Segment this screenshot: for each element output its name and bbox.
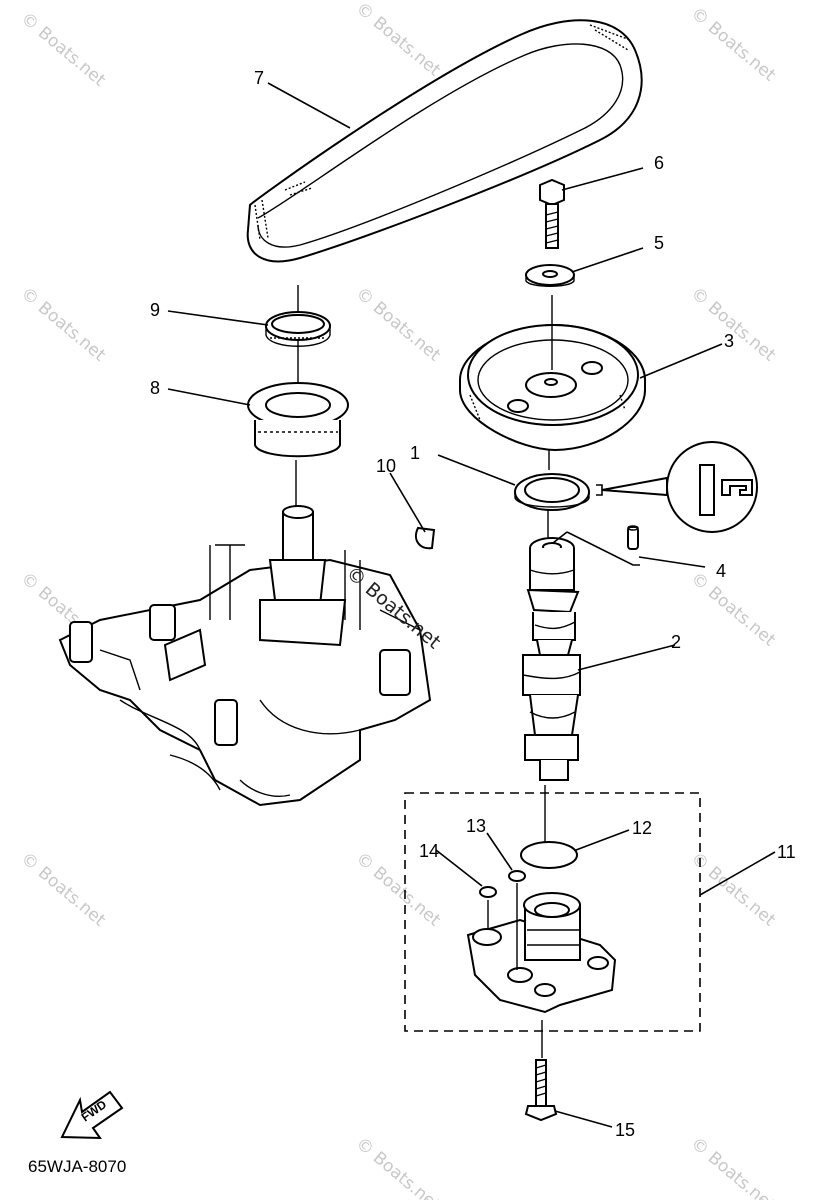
seal-ring	[265, 311, 331, 347]
label-15: 15	[615, 1120, 635, 1140]
driven-pulley	[459, 323, 646, 452]
fwd-arrow-icon: FWD	[60, 1090, 124, 1140]
watermark: © Boats.net	[687, 4, 780, 86]
label-10: 10	[376, 456, 396, 476]
watermark: © Boats.net	[352, 1134, 445, 1200]
seal-detail-inset	[596, 441, 758, 533]
dowel-pin	[627, 525, 639, 550]
woodruff-key	[414, 526, 436, 550]
washer	[525, 264, 575, 287]
label-1: 1	[410, 443, 420, 463]
label-4: 4	[716, 561, 726, 581]
label-8: 8	[150, 378, 160, 398]
o-ring-small-14	[479, 886, 497, 898]
watermark: © Boats.net	[17, 9, 110, 91]
camshaft	[522, 537, 581, 781]
mounting-bolt	[524, 1059, 558, 1122]
label-5: 5	[654, 233, 664, 253]
label-11: 11	[777, 842, 796, 862]
watermark: © Boats.net	[352, 0, 445, 81]
label-6: 6	[654, 153, 664, 173]
flange-bolt	[539, 178, 565, 249]
label-9: 9	[150, 300, 160, 320]
bearing-housing	[247, 382, 349, 458]
oil-seal	[514, 473, 590, 511]
label-2: 2	[671, 632, 681, 652]
label-3: 3	[724, 331, 734, 351]
watermark: © Boats.net	[687, 1134, 780, 1200]
label-13: 13	[466, 816, 486, 836]
label-12: 12	[632, 818, 652, 838]
label-7: 7	[254, 68, 264, 88]
part-number-labels: 7 6 5 3 9 8 1 10 4 2 13 12 11 14 15	[150, 68, 796, 1140]
o-ring-small-13	[508, 870, 526, 882]
watermark: © Boats.net	[687, 569, 780, 651]
leader-lines	[167, 82, 776, 1128]
o-ring-large	[520, 841, 578, 869]
timing-belt	[246, 19, 643, 263]
watermark: © Boats.net	[352, 284, 445, 366]
oil-pump-assembly	[404, 792, 701, 1032]
watermark: © Boats.net	[17, 284, 110, 366]
label-14: 14	[419, 841, 439, 861]
watermark: © Boats.net	[17, 849, 110, 931]
diagram-code: 65WJA-8070	[28, 1157, 126, 1176]
cylinder-head	[58, 505, 432, 807]
